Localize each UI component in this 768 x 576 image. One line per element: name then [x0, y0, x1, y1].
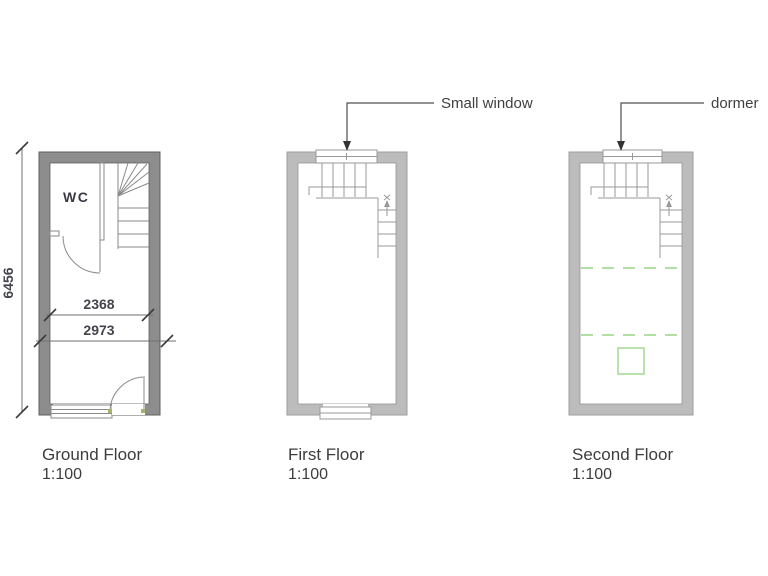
rooflight-outline — [617, 347, 645, 375]
ground-stair — [117, 162, 150, 249]
dim-2368-text: 2368 — [83, 296, 114, 312]
second-stair — [590, 163, 682, 258]
second-floor-scale: 1:100 — [572, 466, 612, 483]
annotation-dormer: dormer — [617, 95, 759, 151]
annotation-small-window: Small window — [343, 95, 533, 151]
wc-bottom-wall-stub — [49, 230, 60, 237]
small-window-leader-line — [346, 102, 434, 144]
second-room — [579, 162, 683, 405]
ground-floor-scale: 1:100 — [42, 466, 82, 483]
first-floor-scale: 1:100 — [288, 466, 328, 483]
first-floor-title: First Floor — [288, 445, 365, 464]
second-floor-plan: Second Floor 1:100 — [568, 149, 694, 483]
wc-label: WC — [63, 189, 89, 205]
door-jamb-right — [141, 409, 145, 413]
small-window-label: Small window — [441, 95, 533, 112]
ground-window — [50, 404, 113, 419]
first-room — [297, 162, 397, 405]
first-stair — [308, 163, 396, 258]
dimension-inner-width: 2368 — [43, 296, 155, 322]
door-jamb-left — [108, 409, 112, 413]
dimension-overall-height: 6456 — [0, 141, 29, 419]
stair-up-arrow — [384, 200, 390, 207]
dormer-arrowhead — [617, 141, 625, 151]
ground-floor-plan: WC 2368 2973 6456 Ground Floor 1:100 — [0, 141, 176, 483]
dormer-leader-line — [620, 102, 704, 144]
dim-2973-text: 2973 — [83, 322, 114, 338]
dormer-label: dormer — [711, 95, 759, 112]
stair-up-arrow — [666, 200, 672, 207]
dimension-outer-width: 2973 — [33, 322, 176, 348]
first-floor-plan: First Floor 1:100 — [286, 149, 408, 483]
wc-door-arc — [62, 235, 101, 274]
ground-floor-title: Ground Floor — [42, 445, 142, 464]
ground-door-opening — [112, 404, 145, 415]
wc-right-wall — [99, 162, 105, 241]
ground-door-arc — [109, 376, 146, 413]
small-window-arrowhead — [343, 141, 351, 151]
second-floor-title: Second Floor — [572, 445, 673, 464]
dim-6456-text: 6456 — [0, 267, 16, 298]
